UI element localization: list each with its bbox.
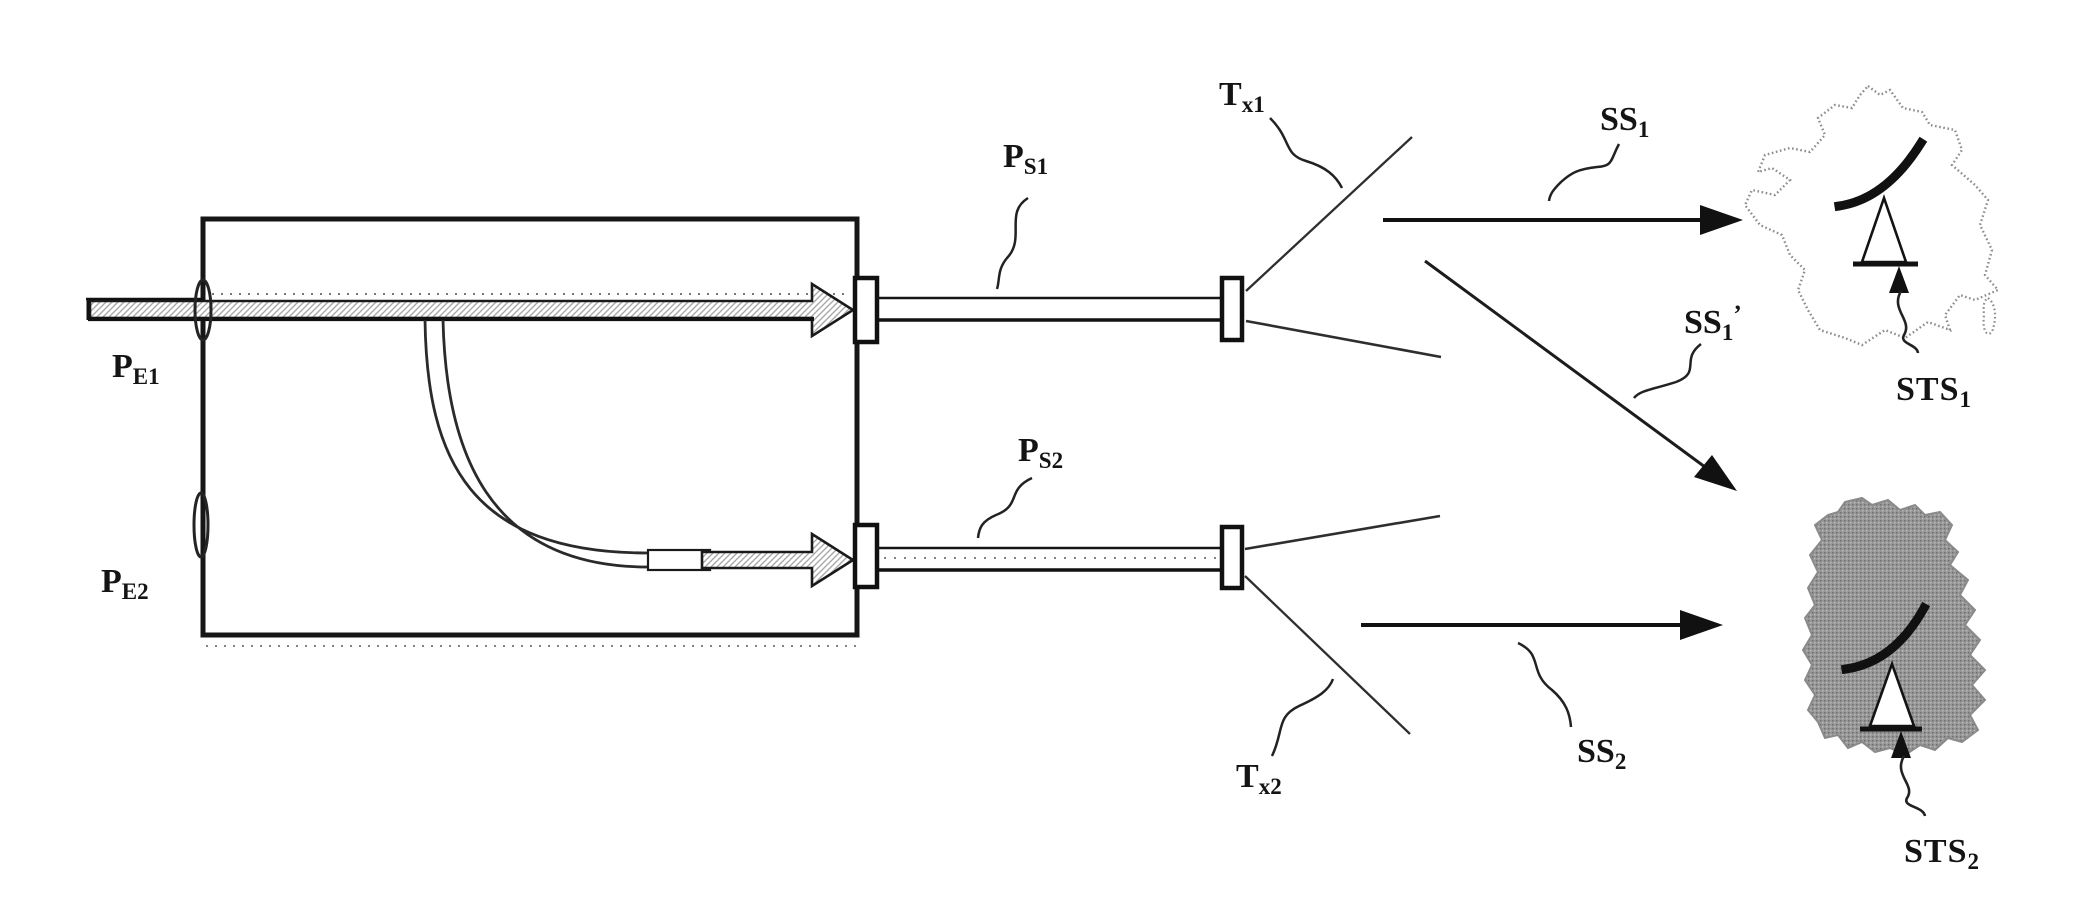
input-port-pe1 (193, 278, 213, 342)
label-sts2: STS2 (1904, 833, 1979, 875)
leader-ss2 (1517, 641, 1573, 728)
output-signal-arrow-ps2 (700, 531, 856, 589)
germany-silhouette (1801, 496, 1987, 757)
label-ss1: SS1 (1600, 101, 1650, 143)
label-tx2: Tx2 (1236, 758, 1282, 800)
sts2-pointer (1891, 731, 1927, 817)
label-ps1: PS1 (1003, 138, 1049, 180)
antenna-1 (1245, 136, 1442, 359)
signal-arrow-ss2 (1361, 610, 1723, 640)
leader-ss1-prime (1633, 343, 1702, 399)
leader-squiggles (976, 117, 1702, 757)
france-outline (1743, 84, 2000, 347)
leader-tx2 (1270, 678, 1335, 757)
bypass-tube (423, 319, 712, 572)
leader-ss1 (1547, 143, 1621, 202)
leader-ps2 (976, 476, 1033, 539)
device-box (200, 216, 862, 647)
signal-arrow-ss1 (1383, 205, 1743, 235)
output-connector-1 (852, 275, 880, 345)
label-tx1: Tx1 (1219, 76, 1265, 118)
dish-icon-sts2 (1840, 601, 1931, 732)
antenna-connector-tx2 (1219, 524, 1245, 591)
label-pe1: PE1 (112, 348, 160, 390)
label-ss1-prime: SS1’ (1684, 301, 1742, 345)
germany-map (1801, 496, 1987, 817)
antenna-2 (1244, 514, 1441, 735)
label-ss2: SS2 (1577, 733, 1627, 775)
output-connector-2 (852, 522, 880, 590)
dish-icon-sts1 (1833, 136, 1928, 267)
label-pe2: PE2 (101, 563, 149, 605)
input-port-pe2 (192, 491, 210, 559)
corsica-outline (1982, 296, 1997, 335)
signal-arrow-ss1-prime (1424, 259, 1737, 491)
france-map (1743, 84, 2000, 354)
label-sts1: STS1 (1896, 371, 1971, 413)
leader-ps1 (995, 196, 1029, 290)
label-ps2: PS2 (1018, 432, 1064, 474)
leader-tx1 (1269, 117, 1344, 189)
feed-line-ps2 (877, 546, 1222, 572)
feed-line-ps1 (877, 296, 1222, 322)
antenna-connector-tx1 (1219, 275, 1245, 343)
sts1-pointer (1889, 266, 1920, 354)
